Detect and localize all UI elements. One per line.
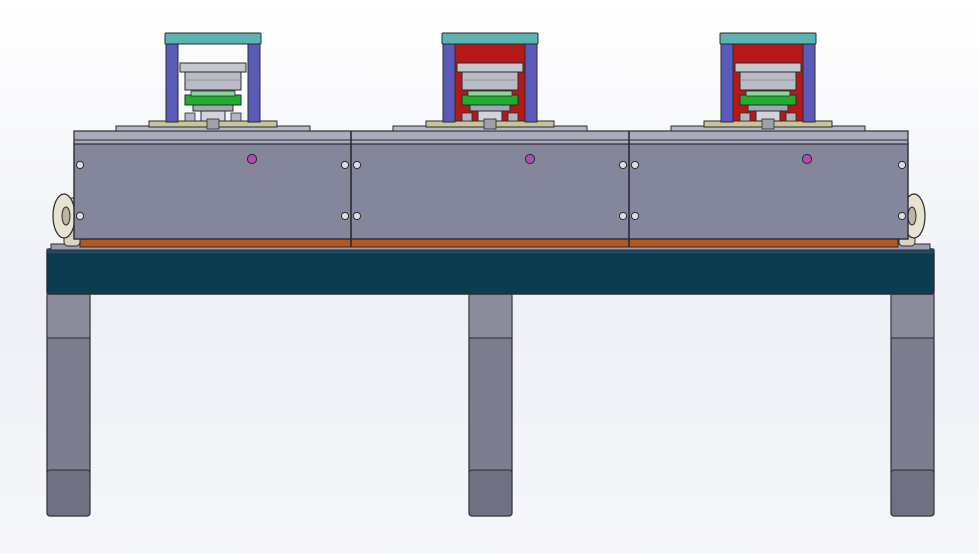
press-fixture-side — [507, 112, 519, 122]
press-green-top — [745, 90, 791, 97]
cabinet — [73, 130, 909, 248]
press-green-plate — [739, 94, 797, 106]
leg-center — [468, 293, 513, 517]
press-green-plate — [184, 94, 242, 106]
press-top-cap — [441, 32, 539, 45]
press-green-plate — [461, 94, 519, 106]
press-units — [115, 32, 866, 132]
leg-left — [46, 293, 91, 517]
press-fixture-side — [461, 112, 473, 122]
cabinet-bolt — [897, 160, 907, 170]
press-unit-3 — [670, 32, 866, 132]
press-upper-block — [184, 71, 242, 91]
indicator-bolt — [246, 153, 258, 165]
press-post-left — [442, 42, 456, 123]
press-post-left — [165, 42, 179, 123]
press-fixture-side — [785, 112, 797, 122]
legs — [46, 293, 935, 517]
cabinet-bolt — [340, 211, 350, 221]
press-upper-block — [461, 71, 519, 91]
press-post-right — [524, 42, 538, 123]
press-fixture-stem — [761, 118, 775, 130]
indicator-bolt — [801, 153, 813, 165]
press-upper-block — [739, 71, 797, 91]
cabinet-bolt — [630, 160, 640, 170]
press-upper-plate — [734, 62, 802, 73]
cabinet-bolt — [340, 160, 350, 170]
press-fixture-stem — [206, 118, 220, 130]
cabinet-bolt — [618, 160, 628, 170]
press-unit-2 — [392, 32, 588, 132]
press-fixture-bar — [747, 104, 789, 112]
cabinet-bolt — [75, 160, 85, 170]
press-post-right — [247, 42, 261, 123]
press-green-top — [190, 90, 236, 97]
press-upper-plate — [456, 62, 524, 73]
press-top-cap — [164, 32, 262, 45]
press-fixture-bar — [469, 104, 511, 112]
frame-beam — [46, 243, 935, 295]
cabinet-bolt — [75, 211, 85, 221]
press-post-right — [802, 42, 816, 123]
press-fixture-stem — [483, 118, 497, 130]
leg-right — [890, 293, 935, 517]
press-unit-1 — [115, 32, 311, 132]
cabinet-bolt — [630, 211, 640, 221]
press-fixture-bar — [192, 104, 234, 112]
press-top-cap — [719, 32, 817, 45]
press-post-left — [720, 42, 734, 123]
press-upper-plate — [179, 62, 247, 73]
cabinet-bolt — [352, 160, 362, 170]
indicator-bolt — [524, 153, 536, 165]
press-fixture-side — [230, 112, 242, 122]
press-green-top — [467, 90, 513, 97]
cabinet-bolt — [618, 211, 628, 221]
press-fixture-side — [739, 112, 751, 122]
cabinet-bolt — [897, 211, 907, 221]
cabinet-bolt — [352, 211, 362, 221]
press-fixture-side — [184, 112, 196, 122]
